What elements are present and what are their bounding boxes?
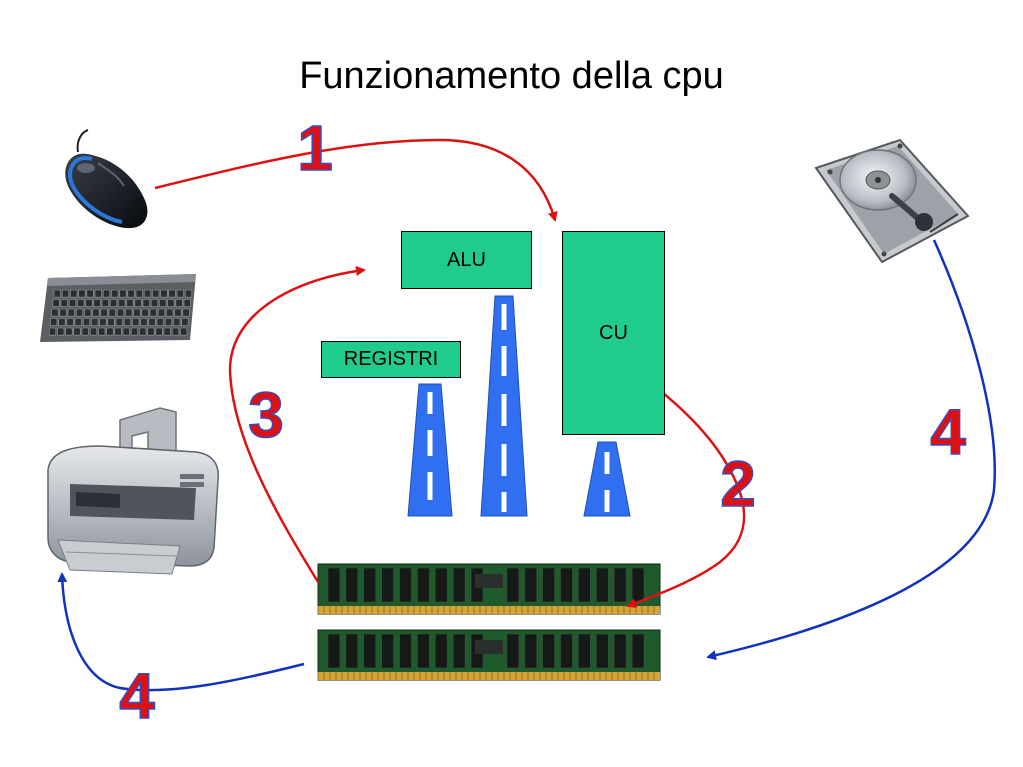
slide-title: Funzionamento della cpu	[299, 55, 724, 97]
cu-label: CU	[599, 322, 628, 344]
alu-box: ALU	[401, 231, 532, 289]
printer-icon	[47, 407, 220, 575]
arrow-ram-to-printer	[57, 572, 305, 692]
step-number-1: 1	[297, 112, 333, 184]
bus-road-cu	[583, 441, 631, 517]
bus-road-registri	[407, 383, 453, 517]
keyboard-icon	[40, 274, 196, 342]
ram-module-bottom	[317, 629, 661, 681]
hard-disk-icon	[814, 138, 970, 264]
mouse-icon	[65, 129, 148, 229]
bus-road-alu	[480, 295, 528, 517]
step-number-2: 2	[720, 448, 756, 520]
cu-box: CU	[562, 231, 665, 435]
alu-label: ALU	[447, 248, 486, 271]
registri-box: REGISTRI	[321, 341, 461, 378]
step-number-3: 3	[248, 379, 284, 451]
arrow-cu-to-ram	[626, 370, 746, 608]
ram-module-top	[317, 563, 661, 615]
arrow-mouse-to-cu	[154, 138, 558, 222]
registri-label: REGISTRI	[343, 348, 439, 370]
step-number-4-left: 4	[119, 660, 155, 732]
step-number-4-right: 4	[930, 396, 966, 468]
arrow-ram-to-alu	[228, 266, 366, 583]
arrow-disk-to-ram	[706, 239, 996, 661]
